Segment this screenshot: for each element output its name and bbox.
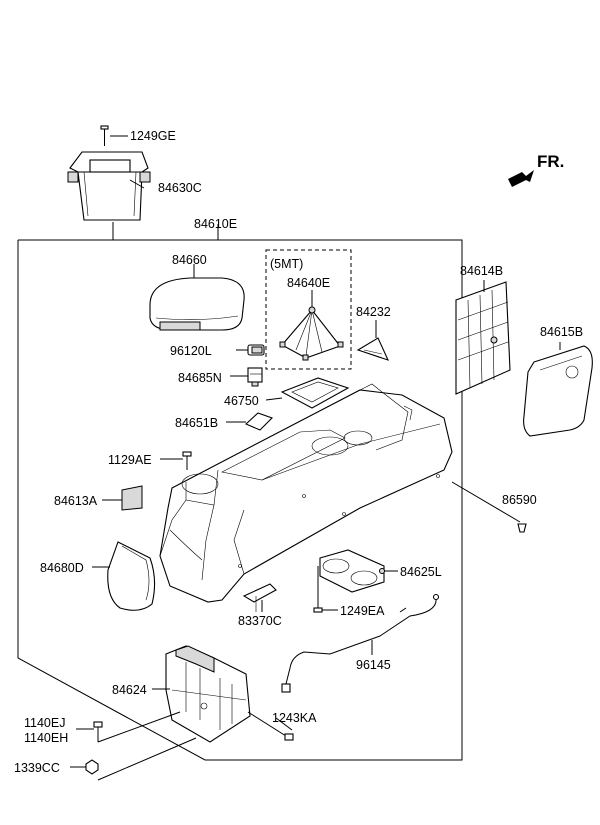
- label-84685N: 84685N: [178, 371, 222, 385]
- pad-84651B: [245, 412, 274, 431]
- label-96145: 96145: [356, 658, 391, 672]
- label-84651B: 84651B: [175, 416, 218, 430]
- label-1249EA: 1249EA: [340, 604, 385, 618]
- label-1129AE: 1129AE: [108, 453, 152, 467]
- label-84640E: 84640E: [287, 276, 330, 290]
- bolt-1140EJ: [93, 721, 103, 742]
- label-1339CC: 1339CC: [14, 761, 60, 775]
- front-direction-indicator: FR.: [508, 152, 564, 187]
- cable-96145: [281, 593, 440, 693]
- label-86590: 86590: [502, 493, 537, 507]
- screw-1249GE: [100, 125, 109, 146]
- side-panel-84680D: [107, 541, 156, 611]
- label-83370C: 83370C: [238, 614, 282, 628]
- bracket-84624: [165, 645, 251, 743]
- part-labels: 1249GE 84630C 84610E 84660 (5MT) 84640E …: [14, 129, 583, 775]
- cover-84614B: [455, 281, 511, 395]
- label-84624: 84624: [112, 683, 147, 697]
- screw-1243KA: [247, 711, 294, 741]
- front-direction-label: FR.: [537, 152, 564, 171]
- armrest-84660: [149, 277, 245, 331]
- label-84232: 84232: [356, 305, 391, 319]
- label-96120L: 96120L: [170, 344, 212, 358]
- label-84660: 84660: [172, 253, 207, 267]
- bracket-84232: [356, 337, 390, 361]
- label-84630C: 84630C: [158, 181, 202, 195]
- shift-boot-84640E: [279, 306, 344, 361]
- switch-96120L: [247, 344, 265, 356]
- shifter-trim-46750: [280, 377, 350, 409]
- clip-86590: [517, 523, 527, 533]
- label-84613A: 84613A: [54, 494, 98, 508]
- front-arrow-icon: [508, 170, 534, 187]
- label-1249GE: 1249GE: [130, 129, 176, 143]
- lid-84615B: [523, 345, 593, 437]
- label-84615B: 84615B: [540, 325, 583, 339]
- label-1140EH: 1140EH: [24, 731, 68, 745]
- label-84680D: 84680D: [40, 561, 84, 575]
- cup-holder-84630C: [67, 151, 151, 221]
- group-5mt-box: [265, 249, 352, 370]
- label-46750: 46750: [224, 394, 259, 408]
- bracket-83370C: [242, 583, 277, 612]
- label-1140EJ: 1140EJ: [24, 716, 65, 730]
- label-84610E: 84610E: [194, 217, 237, 231]
- label-1243KA: 1243KA: [272, 711, 317, 725]
- screw-1129AE: [182, 451, 192, 470]
- cup-insert-84625L: [319, 549, 385, 593]
- label-84625L: 84625L: [400, 565, 442, 579]
- label-84614B: 84614B: [460, 264, 503, 278]
- assembly-outline: [17, 239, 463, 761]
- clip-84685N: [247, 367, 263, 387]
- nut-1339CC: [85, 759, 99, 775]
- label-group-5mt: (5MT): [270, 257, 303, 271]
- mat-84613A: [121, 485, 143, 511]
- console-body-84610E: [159, 383, 453, 603]
